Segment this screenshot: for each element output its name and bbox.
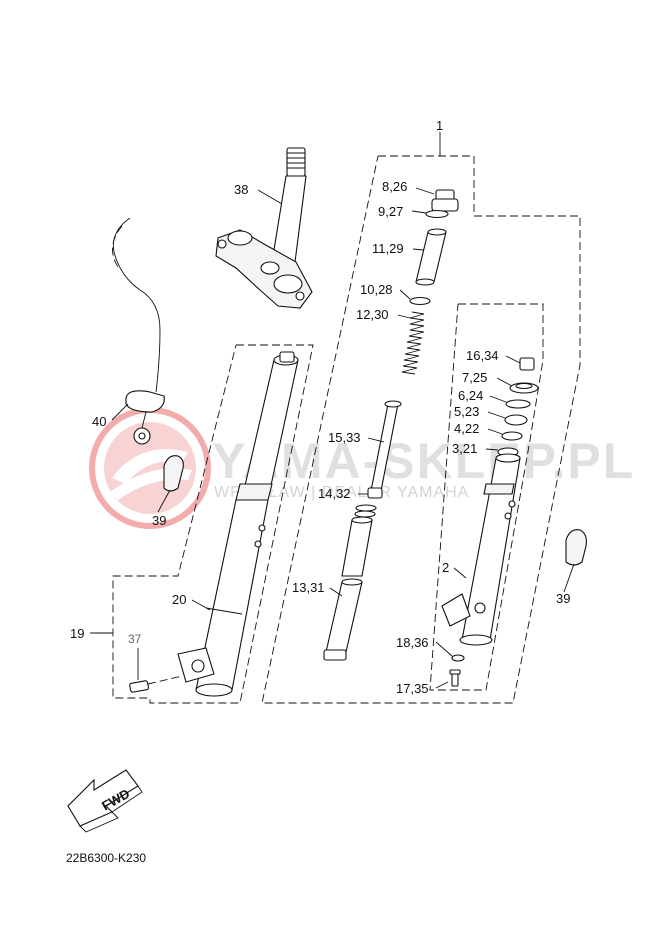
label-40: 40 — [92, 414, 106, 429]
label-11-29: 11,29 — [372, 241, 404, 256]
label-17-35: 17,35 — [396, 681, 429, 696]
fork-cover-right-part — [565, 529, 587, 566]
label-9-27: 9,27 — [378, 204, 403, 219]
watermark: YAMA-SKLEP.PL WROCŁAW | DEALER YAMAHA — [89, 407, 635, 529]
outer-tube-part — [441, 453, 521, 646]
washer-part — [409, 296, 431, 306]
o-ring-part — [425, 209, 449, 219]
hose-guide-part — [125, 390, 165, 445]
label-39-right: 39 — [556, 591, 570, 606]
label-3-21: 3,21 — [452, 441, 477, 456]
label-6-24: 6,24 — [458, 388, 483, 403]
label-2: 2 — [442, 560, 449, 575]
label-1: 1 — [436, 118, 443, 133]
left-fork-leg-part — [177, 351, 299, 697]
diagram-code: 22B6300-K230 — [66, 851, 146, 865]
label-15-33: 15,33 — [328, 430, 361, 445]
bolt-37-part — [129, 675, 183, 693]
label-20: 20 — [172, 592, 186, 607]
watermark-subtitle: WROCŁAW | DEALER YAMAHA — [214, 484, 469, 501]
label-14-32: 14,32 — [318, 486, 351, 501]
steering-stem-part — [215, 147, 313, 309]
label-5-23: 5,23 — [454, 404, 479, 419]
spacer-part — [415, 228, 447, 286]
damper-rod-part — [367, 400, 402, 499]
rebound-spring-part — [354, 504, 377, 518]
assembly-1-outline — [261, 155, 581, 704]
label-19: 19 — [70, 626, 84, 641]
inner-tube-part — [323, 516, 373, 661]
label-8-26: 8,26 — [382, 179, 407, 194]
label-12-30: 12,30 — [356, 307, 389, 322]
assembly-19-outline — [112, 344, 314, 704]
label-16-34: 16,34 — [466, 348, 499, 363]
label-7-25: 7,25 — [462, 370, 487, 385]
label-10-28: 10,28 — [360, 282, 393, 297]
brake-hose-line — [112, 217, 161, 393]
label-37: 37 — [128, 632, 142, 646]
leader-lines — [90, 132, 575, 689]
watermark-logo-icon — [89, 407, 211, 529]
gasket-part — [451, 654, 465, 662]
label-39-left: 39 — [152, 513, 166, 528]
assembly-2-outline — [429, 303, 544, 691]
drain-bolt-part — [449, 669, 461, 687]
label-4-22: 4,22 — [454, 421, 479, 436]
cap-bolt-part — [431, 189, 459, 212]
label-38: 38 — [234, 182, 248, 197]
seal-stack-part — [497, 357, 539, 457]
fork-spring-part — [401, 311, 425, 375]
fwd-arrow-icon: FWD — [67, 769, 143, 833]
watermark-title: YAMA-SKLEP.PL — [212, 433, 635, 489]
label-18-36: 18,36 — [396, 635, 429, 650]
label-13-31: 13,31 — [292, 580, 325, 595]
